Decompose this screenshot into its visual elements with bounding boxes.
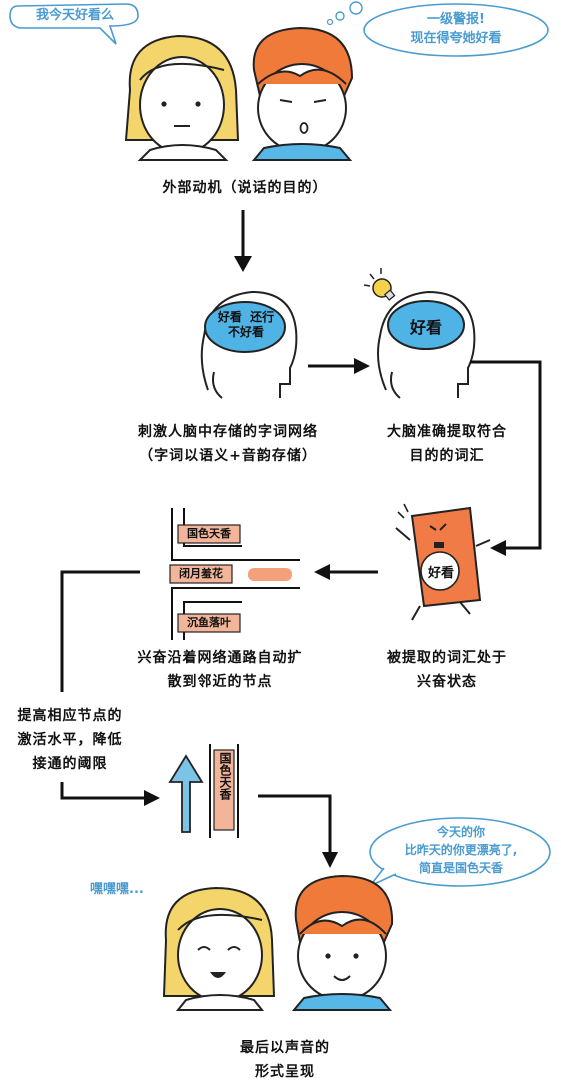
network-node-1: 国色天香 (187, 527, 231, 540)
blue-up-arrow (168, 754, 204, 833)
boy-speech-top-line-2: 现在得夸她好看 (410, 31, 502, 46)
step-spread-line-2: 散到邻近的节点 (167, 674, 273, 690)
girl-speech-bubble-top (9, 3, 139, 45)
excited-word-card (395, 503, 491, 621)
arrow-connector-left (60, 570, 140, 692)
boy-speech-top-line-1: 一级警报! (427, 12, 485, 27)
network-node-2: 闭月羞花 (179, 567, 223, 580)
boy-bottom-figure (291, 874, 394, 1011)
step-retrieve-line-1: 大脑准确提取符合 (387, 424, 507, 440)
vertical-node-bar (209, 744, 239, 838)
boy-speech-bubble-bottom (369, 817, 551, 887)
girl-laugh-text: 嘿嘿嘿... (90, 882, 144, 897)
card-word: 好看 (427, 566, 454, 581)
step-stimulus-line-2: （字词以语义+音韵存储） (139, 448, 317, 464)
arrow-down-1 (234, 210, 252, 272)
step-raise-caption: 提高相应节点的 激活水平，降低 接通的阈限 (0, 704, 140, 776)
step-spread-line-1: 兴奋沿着网络通路自动扩 (137, 650, 303, 666)
step-excited-line-1: 被提取的词汇处于 (387, 650, 507, 666)
boy-top-figure (251, 26, 354, 161)
step-final-line-2: 形式呈现 (255, 1064, 315, 1080)
arrow-right-2 (60, 782, 160, 806)
step-retrieve-caption: 大脑准确提取符合 目的的词汇 (362, 420, 532, 468)
arrow-right-1 (308, 358, 370, 374)
step-raise-line-2: 激活水平，降低 (17, 732, 123, 748)
step-stimulus-line-1: 刺激人脑中存储的字词网络 (138, 424, 318, 440)
step-stimulus-caption: 刺激人脑中存储的字词网络 （字词以语义+音韵存储） (98, 420, 358, 468)
girl-bottom-figure (162, 886, 276, 1011)
boy-speech-bottom-line-3: 简直是国色天香 (418, 861, 503, 875)
boy-speech-bottom-line-1: 今天的你 (436, 825, 485, 839)
step-excited-caption: 被提取的词汇处于 兴奋状态 (362, 646, 532, 694)
brain2-word: 好看 (409, 318, 442, 337)
brain-head-2 (377, 290, 476, 399)
arrow-connector-right (470, 360, 542, 556)
boy-speech-top: 一级警报! 现在得夸她好看 (376, 10, 536, 48)
network-node-3: 沉鱼落叶 (187, 616, 231, 629)
word-network-diagram (169, 508, 300, 640)
brain1-word-2: 还行 (250, 310, 275, 324)
brain1-words: 好看 还行 不好看 (210, 310, 282, 340)
arrow-left-1 (314, 564, 378, 580)
step-motive-caption: 外部动机（说话的目的） (162, 180, 328, 196)
brain-head-1 (200, 290, 298, 399)
boy-speech-bottom-line-2: 比昨天的你更漂亮了, (404, 843, 518, 857)
girl-speech-top-text: 我今天好看么 (35, 8, 114, 23)
step-excited-line-2: 兴奋状态 (417, 674, 477, 690)
girl-top-figure (124, 34, 240, 161)
step-spread-caption: 兴奋沿着网络通路自动扩 散到邻近的节点 (100, 646, 340, 694)
step-raise-line-1: 提高相应节点的 (17, 708, 123, 724)
arrow-down-2 (258, 794, 338, 868)
boy-speech-bubble-top (326, 1, 549, 57)
girl-speech-top: 我今天好看么 (20, 6, 130, 25)
brain1-word-3: 不好看 (227, 325, 264, 339)
vertical-node-label: 国色天香 (218, 752, 232, 800)
brain1-word-1: 好看 (217, 310, 242, 324)
step-final-caption: 最后以声音的 形式呈现 (210, 1036, 360, 1084)
boy-speech-bottom: 今天的你 比昨天的你更漂亮了, 简直是国色天香 (376, 823, 546, 877)
lightbulb-icon (363, 268, 396, 301)
step-retrieve-line-2: 目的的词汇 (409, 448, 485, 464)
step-final-line-1: 最后以声音的 (240, 1040, 330, 1056)
step-raise-line-3: 接通的阈限 (32, 756, 108, 772)
